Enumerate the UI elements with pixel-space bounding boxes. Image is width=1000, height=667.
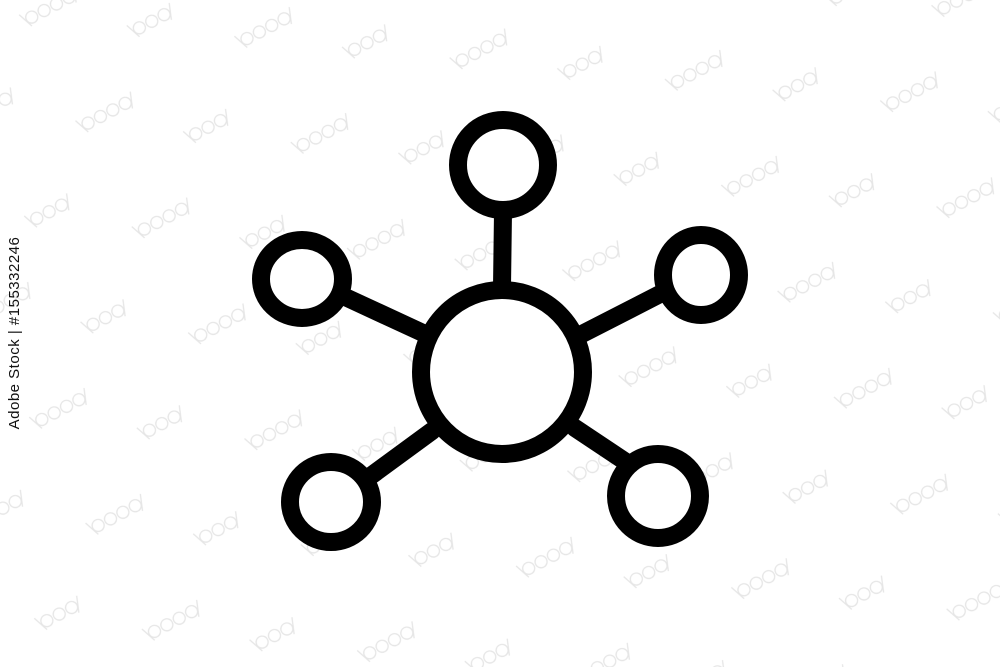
connector-left bbox=[334, 287, 432, 342]
connector-top bbox=[493, 203, 512, 296]
hub-circle bbox=[412, 281, 592, 463]
node-bottom-right bbox=[607, 445, 709, 547]
stock-id-label: Adobe Stock | #155332246 bbox=[4, 237, 24, 430]
connector-right bbox=[573, 284, 671, 343]
node-top bbox=[449, 111, 557, 219]
stock-id-text: Adobe Stock | #155332246 bbox=[5, 236, 23, 430]
connector-bottom-left bbox=[363, 422, 441, 484]
node-bottom-left bbox=[281, 453, 381, 551]
node-right bbox=[654, 226, 748, 324]
node-left bbox=[252, 231, 352, 327]
